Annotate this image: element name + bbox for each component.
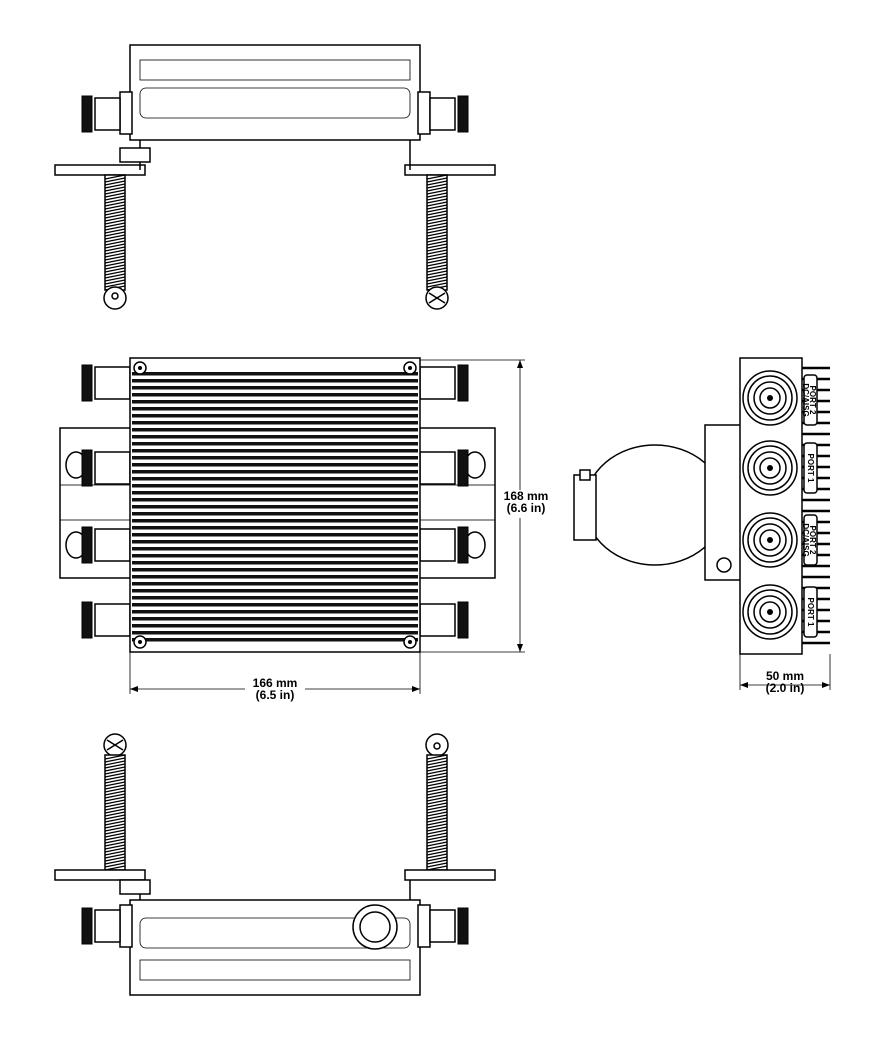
fin xyxy=(132,498,418,502)
fin xyxy=(132,610,418,614)
fin xyxy=(132,463,418,467)
fin xyxy=(132,421,418,425)
fin xyxy=(132,512,418,516)
fin xyxy=(132,470,418,474)
fin xyxy=(132,589,418,593)
fin xyxy=(132,505,418,509)
top-view xyxy=(54,44,496,310)
svg-text:PORT 1: PORT 1 xyxy=(806,454,815,483)
depth-imperial: (2.0 in) xyxy=(766,681,805,695)
cooling-fins xyxy=(132,372,418,642)
svg-text:PORT 2: PORT 2 xyxy=(808,386,817,415)
fin xyxy=(132,428,418,432)
bracket-plate-right xyxy=(404,164,496,176)
fin xyxy=(132,617,418,621)
width-imperial: (6.5 in) xyxy=(256,688,295,702)
n-connector-face xyxy=(742,440,798,496)
height-metric: 168 mm xyxy=(504,489,549,503)
width-dimension: 166 mm (6.5 in) xyxy=(129,652,421,702)
fin xyxy=(132,519,418,523)
fin xyxy=(132,631,418,635)
fin xyxy=(132,449,418,453)
fin xyxy=(132,477,418,481)
fin xyxy=(132,638,418,642)
fin xyxy=(132,596,418,600)
fin xyxy=(132,526,418,530)
clamp-block xyxy=(573,474,597,541)
fin xyxy=(132,484,418,488)
fin xyxy=(132,372,418,376)
fin xyxy=(132,456,418,460)
bottom-view xyxy=(54,733,496,996)
threaded-rod-left xyxy=(103,174,127,310)
side-bracket xyxy=(704,424,746,581)
port-label: PORT 2DC/AISG xyxy=(801,514,818,566)
svg-text:PORT 2: PORT 2 xyxy=(808,526,817,555)
height-imperial: (6.6 in) xyxy=(507,501,546,515)
height-dimension: 168 mm (6.6 in) xyxy=(420,359,549,653)
connector-right xyxy=(429,95,469,133)
fin xyxy=(132,582,418,586)
fin xyxy=(132,379,418,383)
fin xyxy=(132,603,418,607)
svg-text:PORT 1: PORT 1 xyxy=(806,598,815,627)
n-connector-face xyxy=(742,370,798,426)
corner-screws xyxy=(133,361,417,649)
threaded-rod-right xyxy=(425,174,449,310)
enclosure-body-top xyxy=(129,44,421,141)
fin xyxy=(132,540,418,544)
fin xyxy=(132,547,418,551)
svg-text:DC/AISG: DC/AISG xyxy=(801,383,810,416)
n-connector-face xyxy=(742,512,798,568)
fin xyxy=(132,491,418,495)
pole-clamp-band xyxy=(584,444,726,566)
width-metric: 166 mm xyxy=(253,676,298,690)
fin xyxy=(132,554,418,558)
connector-left xyxy=(81,95,121,133)
threaded-rod-left-bottom xyxy=(103,733,127,871)
port-label: PORT 2DC/AISG xyxy=(801,374,818,426)
fin xyxy=(132,435,418,439)
fin xyxy=(132,407,418,411)
depth-dimension: 50 mm (2.0 in) xyxy=(739,654,831,695)
threaded-rod-right-bottom xyxy=(425,733,449,871)
fin xyxy=(132,393,418,397)
port-label: PORT 1 xyxy=(803,442,818,494)
bracket-plate-left xyxy=(54,164,146,176)
depth-metric: 50 mm xyxy=(766,669,804,683)
fin xyxy=(132,575,418,579)
connector xyxy=(81,364,469,402)
fin xyxy=(132,400,418,404)
fin xyxy=(132,568,418,572)
rod-end-left xyxy=(103,286,127,310)
fin xyxy=(132,533,418,537)
fin xyxy=(132,414,418,418)
fin xyxy=(132,386,418,390)
n-connector-face xyxy=(742,584,798,640)
front-view: 168 mm (6.6 in) 166 mm (6.5 in) xyxy=(59,357,549,702)
fin xyxy=(132,624,418,628)
port-label: PORT 1 xyxy=(803,586,818,638)
fin xyxy=(132,561,418,565)
svg-text:DC/AISG: DC/AISG xyxy=(801,523,810,556)
fin xyxy=(132,442,418,446)
